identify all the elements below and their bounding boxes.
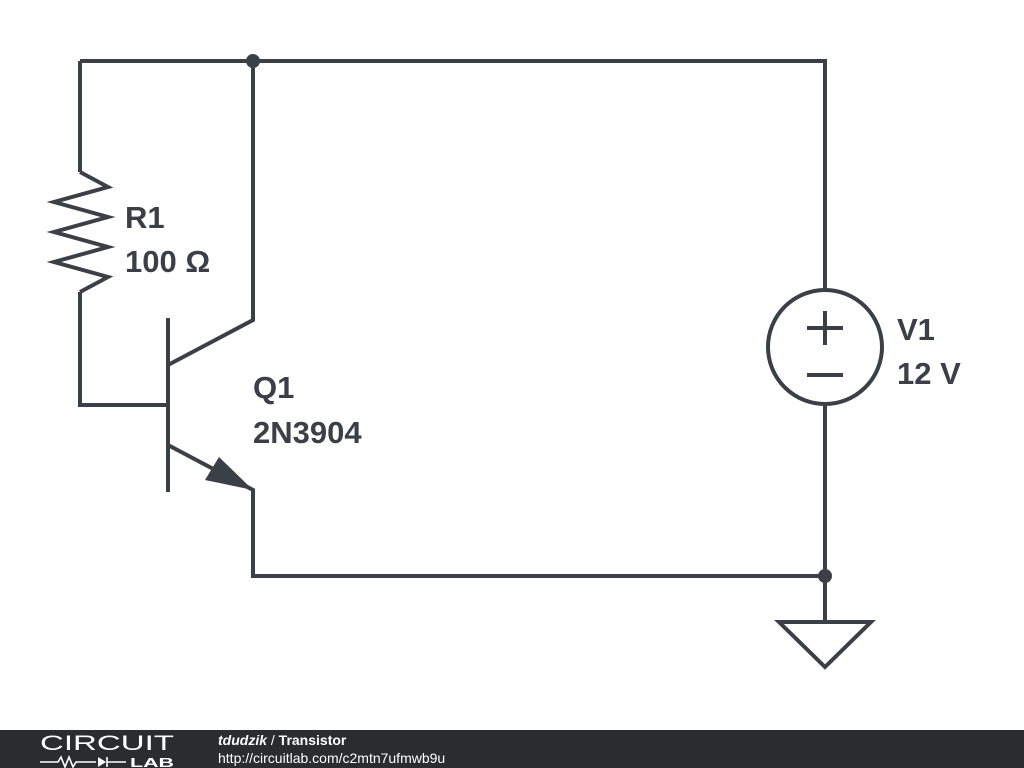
wires: [78, 59, 827, 622]
schematic-canvas: R1 100 Ω Q1 2N3904 V1 12 V: [46, 54, 961, 670]
logo-resistor-icon: [40, 754, 96, 768]
plus-sign-icon: [807, 311, 843, 345]
r1-name-label: R1: [125, 200, 165, 235]
resistor-r1[interactable]: R1 100 Ω: [46, 170, 210, 294]
q1-name-label: Q1: [253, 370, 294, 405]
q1-value-label: 2N3904: [253, 415, 362, 450]
footer-bar: CIRCUIT LAB tdudzik / Transistor http://…: [0, 730, 1024, 768]
circuit-title-link[interactable]: Transistor: [278, 732, 347, 748]
footer-separator: /: [267, 732, 279, 748]
emitter-arrow: [205, 457, 253, 490]
v1-name-label: V1: [897, 312, 935, 347]
r1-value-label: 100 Ω: [125, 244, 210, 279]
ground-icon[interactable]: [774, 620, 876, 670]
logo-lab-text: LAB: [130, 755, 174, 768]
resistor-zigzag: [46, 170, 116, 294]
wire-r1-bottom-to-base: [78, 292, 168, 407]
logo-diode-icon: [98, 757, 106, 767]
logo-circuit-text: CIRCUIT: [40, 732, 174, 755]
author-link[interactable]: tdudzik: [218, 732, 267, 748]
v1-value-label: 12 V: [897, 356, 961, 391]
wire-top-right: [253, 59, 827, 290]
footer-info: tdudzik / Transistor http://circuitlab.c…: [218, 731, 445, 767]
junction-top: [246, 54, 260, 68]
junction-bottom: [818, 569, 832, 583]
circuitlab-logo[interactable]: CIRCUIT LAB: [38, 730, 178, 768]
wire-emitter: [167, 443, 825, 578]
wire-collector: [167, 61, 255, 367]
transistor-q1[interactable]: Q1 2N3904: [166, 318, 362, 492]
voltage-source-circle: [766, 288, 884, 406]
circuit-url-link[interactable]: http://circuitlab.com/c2mtn7ufmwb9u: [218, 750, 446, 766]
voltage-source-v1[interactable]: V1 12 V: [766, 288, 961, 406]
